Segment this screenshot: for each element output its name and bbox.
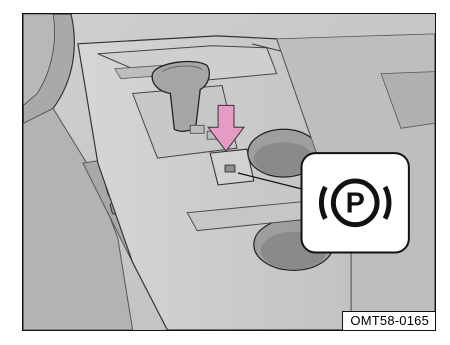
parking-brake-callout: P [302, 153, 409, 252]
parking-brake-symbol: P [346, 188, 365, 220]
illustration-frame: P OMT58-0165 [22, 13, 436, 331]
figure-code-label: OMT58-0165 [342, 311, 435, 330]
center-console-illustration: P [23, 14, 435, 330]
